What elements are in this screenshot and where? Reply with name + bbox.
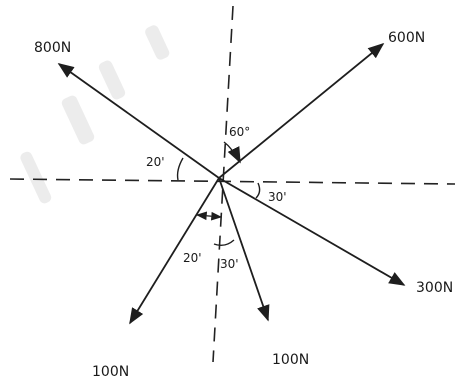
force-label-800n: 800N <box>34 40 71 56</box>
angle-label-20-left: 20' <box>146 155 165 169</box>
horizontal-axis <box>9 178 456 185</box>
angle-arc-30-bottom <box>213 239 235 247</box>
angle-label-20-bottom: 20' <box>183 251 202 265</box>
vertical-axis <box>212 5 234 363</box>
angle-arc-60 <box>223 141 239 161</box>
force-600n-arrow <box>218 42 385 179</box>
angle-marker-20-bottom <box>195 211 223 221</box>
angle-arc-20-left <box>176 157 184 181</box>
watermark <box>20 25 170 204</box>
angle-label-30-right: 30' <box>268 190 287 204</box>
angle-label-60: 60° <box>229 125 250 139</box>
angle-arc-30-right <box>255 182 261 199</box>
angle-label-30-bottom: 30' <box>220 257 239 271</box>
force-100n-left-arrow <box>129 177 220 325</box>
force-label-600n: 600N <box>388 30 425 46</box>
force-label-300n: 300N <box>416 280 453 296</box>
force-label-100n-left: 100N <box>92 364 129 380</box>
force-300n-arrow <box>218 177 406 286</box>
force-100n-right-arrow <box>218 177 270 322</box>
angle-arrow-60 <box>227 146 241 164</box>
force-label-100n-right: 100N <box>272 352 309 368</box>
force-800n-arrow <box>57 63 220 179</box>
